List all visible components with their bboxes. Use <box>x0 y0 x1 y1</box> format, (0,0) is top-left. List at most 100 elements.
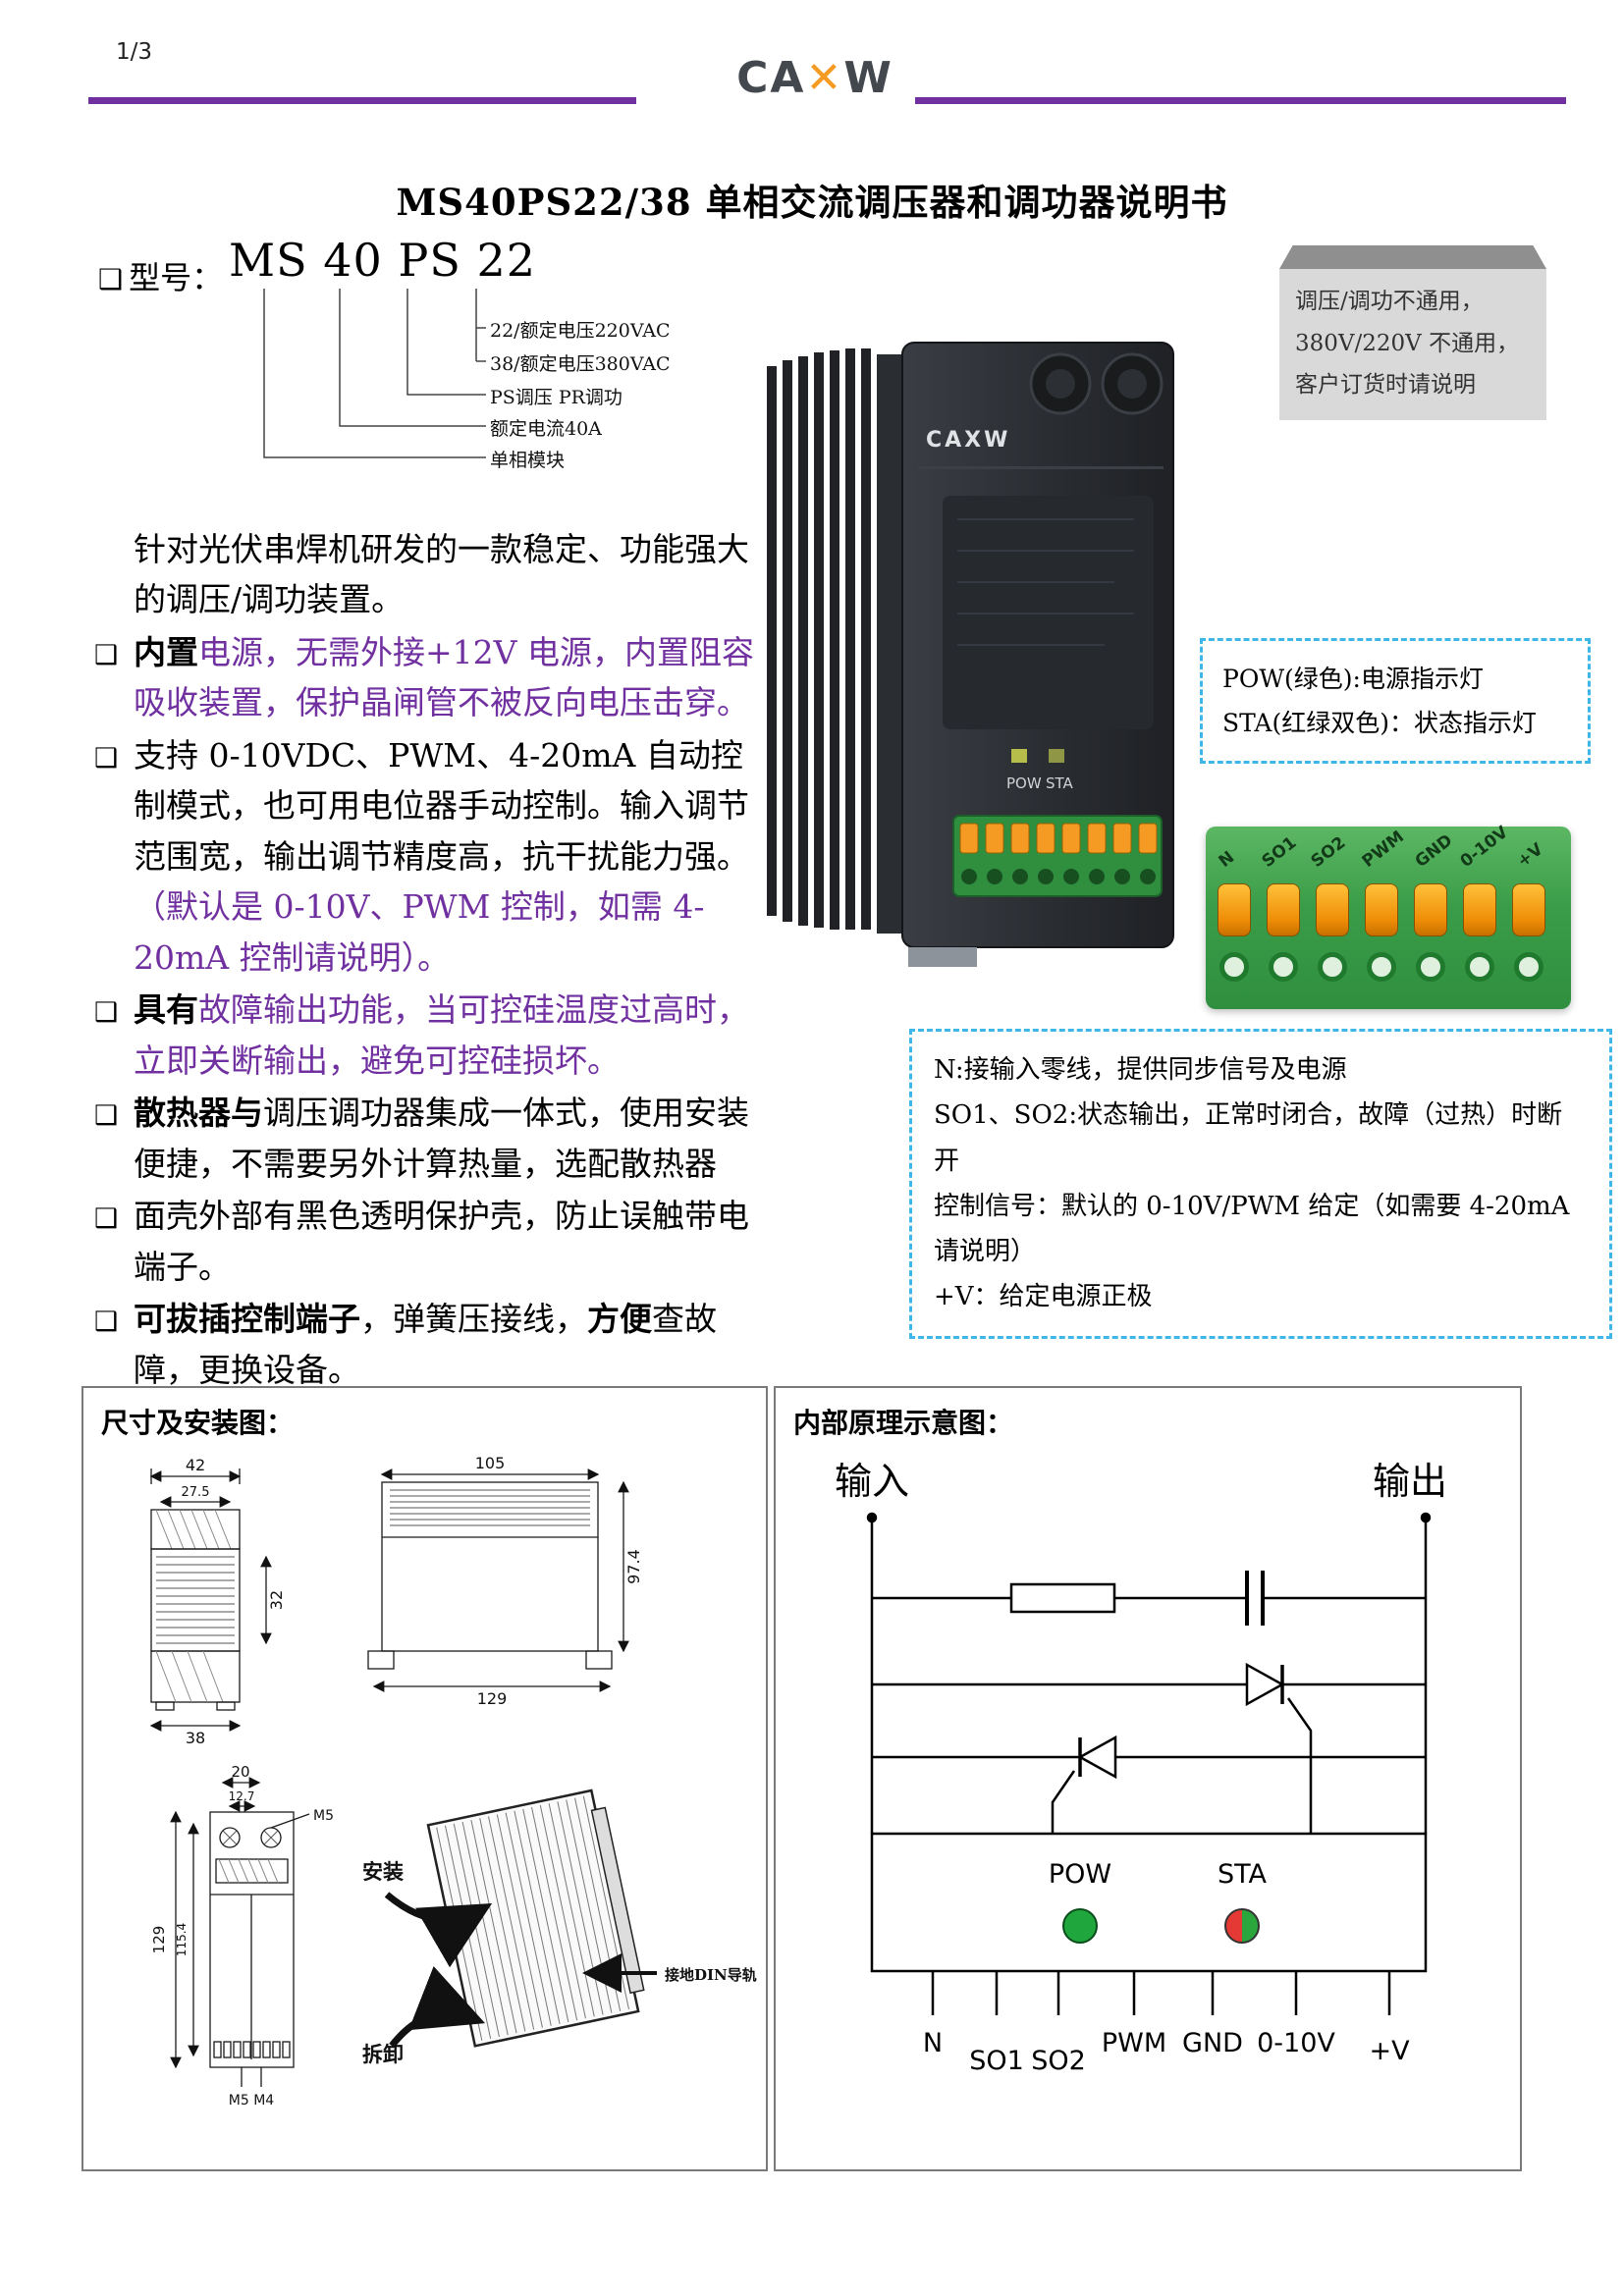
signal-description-box: N:接输入零线，提供同步信号及电源 SO1、SO2:状态输出，正常时闭合，故障（… <box>909 1029 1612 1339</box>
terminal-lever <box>1463 883 1496 936</box>
sta-label: STA <box>1218 1859 1268 1890</box>
terminal-hole <box>1514 952 1543 982</box>
schematic-input-label: 输入 <box>835 1460 909 1503</box>
svg-text:115.4: 115.4 <box>175 1923 189 1956</box>
device-brand-text: CAXW <box>926 428 1010 453</box>
notice-box-body: 调压/调功不通用， 380V/220V 不通用， 客户订货时请说明 <box>1279 269 1546 420</box>
feature-item: ❑散热器与调压调功器集成一体式，使用安装便捷，不需要另外计算热量，选配散热器 <box>94 1088 754 1189</box>
svg-text:M5: M5 <box>313 1808 334 1824</box>
notice-box-flap <box>1279 245 1546 269</box>
logo-w: W <box>843 53 893 103</box>
page-number: 1/3 <box>116 39 153 65</box>
terminal-label-so1: SO1 <box>1258 832 1301 872</box>
feature-segment: 电源，无需外接+12V 电源，内置阻容吸收装置，保护晶闸管不被反向电压击穿。 <box>134 632 754 722</box>
svg-text:27.5: 27.5 <box>182 1485 210 1500</box>
feature-segment: 面壳外部有黑色透明保护壳，防止误触带电端子。 <box>134 1197 749 1286</box>
feature-segment: 散热器与 <box>134 1094 263 1133</box>
thyristor-symbol <box>1077 1735 1117 1780</box>
device-sta-label: STA <box>1046 774 1074 792</box>
feature-item: 针对光伏串焊机研发的一款稳定、功能强大的调压/调功装置。 <box>94 524 754 625</box>
terminal-lever <box>1512 883 1545 936</box>
model-label: ❑型号： <box>98 253 223 298</box>
sta-led-window <box>1049 749 1064 763</box>
notice-line: 380V/220V 不通用， <box>1295 330 1520 356</box>
model-label-text: 型号： <box>129 259 224 296</box>
schematic-section: 内部原理示意图： 输入 输出 <box>774 1386 1522 2171</box>
terminal-hole <box>1219 952 1249 982</box>
model-code: MS 40 PS 22 <box>229 234 537 287</box>
pow-led-window <box>1011 749 1027 763</box>
feature-segment: 查故障，更换设备。 <box>134 1300 717 1389</box>
svg-text:32: 32 <box>267 1590 286 1610</box>
signal-line: N:接输入零线，提供同步信号及电源 <box>934 1055 1347 1085</box>
terminal-label-n: N <box>1215 847 1239 872</box>
capacitor-symbol <box>1245 1571 1265 1626</box>
feature-item: ❑面壳外部有黑色透明保护壳，防止误触带电端子。 <box>94 1191 754 1292</box>
page-title: MS40PS22/38 单相交流调压器和调功器说明书 <box>396 181 1228 224</box>
control-module-box <box>870 1832 1428 1973</box>
header-rule-left <box>88 97 636 104</box>
feature-segment: 故障输出功能，当可控硅温度过高时，立即关断输出，避免可控硅损坏。 <box>134 990 749 1080</box>
feature-segment: 针对光伏串焊机研发的一款稳定、功能强大的调压/调功装置。 <box>134 530 749 619</box>
feature-item: ❑ 支持 0-10VDC、PWM、4-20mA 自动控制模式，也可用电位器手动控制… <box>94 730 754 983</box>
terminal-lever <box>1365 883 1398 936</box>
order-notice-box: 调压/调功不通用， 380V/220V 不通用， 客户订货时请说明 <box>1279 245 1546 420</box>
feature-item: ❑可拔插控制端子，弹簧压接线，方便查故障，更换设备。 <box>94 1294 754 1395</box>
terminal-lever <box>1316 883 1349 936</box>
terminal-hole <box>1367 952 1396 982</box>
notice-line: 调压/调功不通用， <box>1295 289 1484 314</box>
thyristor-symbol <box>1245 1662 1285 1707</box>
tree-connector-lines <box>263 289 486 458</box>
svg-text:97.4: 97.4 <box>624 1549 643 1584</box>
schematic-terminal-gnd: GND <box>1182 2028 1243 2058</box>
schematic-title: 内部原理示意图： <box>793 1407 1014 1439</box>
square-bullet-icon: ❑ <box>94 639 119 670</box>
feature-segment: （默认是 0-10V、PWM 控制，如需 4-20mA 控制请说明）。 <box>134 887 705 977</box>
terminal-lever <box>1218 883 1251 936</box>
square-bullet-icon: ❑ <box>94 742 119 774</box>
device-terminal-block <box>952 815 1163 897</box>
led-legend-line: POW(绿色):电源指示灯 <box>1222 665 1484 693</box>
terminal-label-gnd: GND <box>1411 830 1457 872</box>
terminal-label-so2: SO2 <box>1307 832 1350 872</box>
schematic-terminal-so2: SO2 <box>1031 2046 1086 2076</box>
feature-segment: 具有 <box>134 990 198 1030</box>
din-clip <box>908 947 977 967</box>
terminal-block-photo: N SO1 SO2 PWM GND 0-10V +V <box>1206 823 1571 1009</box>
pow-led-icon <box>1062 1908 1098 1944</box>
logo-ca: CA <box>736 53 806 103</box>
tree-label-380vac: 38/额定电压380VAC <box>490 353 671 375</box>
pow-label: POW <box>1049 1859 1111 1890</box>
product-photo: CAXW POW STA <box>761 327 1215 970</box>
signal-line: +V：给定电源正极 <box>934 1282 1153 1312</box>
feature-segment: 内置 <box>134 632 198 671</box>
feature-segment: 支持 0-10VDC、PWM、4-20mA 自动控制模式，也可用电位器手动控制。… <box>134 735 749 876</box>
svg-text:20: 20 <box>231 1763 249 1781</box>
tree-label-220vac: 22/额定电压220VAC <box>490 320 671 342</box>
terminal-label-010v: 0-10V <box>1456 822 1512 872</box>
model-breakdown-tree: MS 40 PS 22 22/额定电压220VAC 38/额定电压380VAC … <box>229 234 690 514</box>
tree-label-current: 额定电流40A <box>490 418 602 440</box>
notice-line: 客户订货时请说明 <box>1295 372 1476 399</box>
square-bullet-icon: ❑ <box>98 263 124 295</box>
svg-text:安装: 安装 <box>362 1859 404 1884</box>
signal-line: 控制信号：默认的 0-10V/PWM 给定（如需要 4-20mA 请说明） <box>934 1191 1570 1267</box>
feature-segment: 可拔插控制端子 <box>134 1300 360 1339</box>
product-device-drawing: CAXW POW STA <box>767 342 1174 967</box>
terminal-label-pwm: PWM <box>1358 827 1408 872</box>
schematic-terminal-010v: 0-10V <box>1257 2028 1335 2058</box>
schematic-terminal-plusv: +V <box>1369 2036 1410 2066</box>
terminal-hole <box>1416 952 1445 982</box>
svg-text:129: 129 <box>150 1926 168 1954</box>
led-legend-box: POW(绿色):电源指示灯 STA(红绿双色)：状态指示灯 <box>1200 638 1591 764</box>
schematic-terminal-n: N <box>923 2028 943 2058</box>
svg-text:38: 38 <box>186 1729 205 1747</box>
schematic-output-label: 输出 <box>1373 1460 1447 1503</box>
tree-label-phase: 单相模块 <box>490 450 566 471</box>
svg-text:拆卸: 拆卸 <box>362 2042 404 2066</box>
logo-x-icon: ✕ <box>805 53 844 103</box>
schematic-drawing: 输入 输出 POW STA <box>835 1460 1447 2076</box>
schematic-terminal-so1: SO1 <box>969 2046 1024 2076</box>
svg-text:12.7: 12.7 <box>229 1789 255 1803</box>
